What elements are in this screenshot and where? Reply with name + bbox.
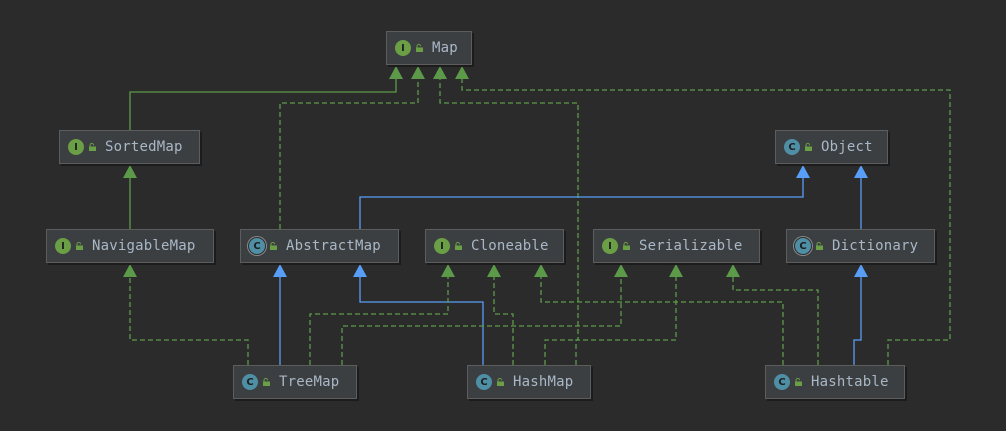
public-lock-icon: [455, 242, 462, 250]
node-label: AbstractMap: [286, 238, 381, 254]
node-label: Object: [821, 139, 873, 155]
arrowhead-icon: [534, 264, 548, 277]
edges-layer: [123, 66, 951, 365]
edge-abstractmap-to-object: [359, 165, 810, 229]
arrowhead-icon: [796, 165, 810, 178]
edge-treemap-to-cloneable: [309, 264, 455, 365]
arrowhead-icon: [726, 264, 740, 277]
public-lock-icon: [76, 242, 83, 250]
edge-line: [732, 275, 819, 365]
node-label: NavigableMap: [92, 238, 196, 254]
edge-line: [129, 275, 249, 365]
interface-badge-icon: I: [395, 40, 411, 56]
class-badge-icon: C: [795, 238, 811, 254]
arrowhead-icon: [273, 264, 287, 277]
edge-hashmap-to-abstractmap: [353, 264, 484, 365]
class-badge-icon: C: [249, 238, 265, 254]
node-label: Cloneable: [471, 238, 549, 254]
public-lock-icon: [805, 143, 812, 151]
edge-line: [359, 176, 804, 229]
node-treemap[interactable]: C TreeMap: [233, 365, 357, 399]
edge-abstractmap-to-map: [279, 66, 425, 229]
class-badge-icon: C: [774, 374, 790, 390]
class-badge-icon: C: [784, 139, 800, 155]
node-label: Hashtable: [811, 374, 889, 390]
node-label: Dictionary: [832, 238, 919, 254]
public-lock-icon: [623, 242, 630, 250]
interface-badge-icon: I: [68, 139, 84, 155]
edge-line: [493, 275, 514, 365]
node-label: HashMap: [513, 374, 574, 390]
edge-treemap-to-serializable: [341, 264, 628, 365]
edge-hashtable-to-map: [455, 66, 951, 365]
arrowhead-icon: [389, 66, 403, 79]
arrowhead-icon: [441, 264, 455, 277]
edge-dictionary-to-object: [854, 165, 868, 229]
node-object[interactable]: C Object: [775, 130, 888, 164]
edge-treemap-to-navigablemap: [123, 264, 249, 365]
node-dictionary[interactable]: C Dictionary: [786, 229, 935, 263]
node-abstractmap[interactable]: C AbstractMap: [240, 229, 399, 263]
edge-hashtable-to-cloneable: [534, 264, 784, 365]
edge-line: [341, 275, 622, 365]
node-hashtable[interactable]: C Hashtable: [765, 365, 905, 399]
public-lock-icon: [416, 44, 423, 52]
arrowhead-icon: [854, 264, 868, 277]
edge-line: [309, 275, 449, 365]
edge-hashmap-to-serializable: [575, 264, 683, 365]
node-navigablemap[interactable]: I NavigableMap: [46, 229, 214, 263]
edge-line: [439, 77, 579, 365]
class-badge-icon: C: [242, 374, 258, 390]
node-label: Map: [432, 40, 458, 56]
arrowhead-icon: [353, 264, 367, 277]
node-map[interactable]: I Map: [386, 31, 472, 65]
node-label: Serializable: [639, 238, 743, 254]
public-lock-icon: [497, 378, 504, 386]
arrowhead-icon: [455, 66, 469, 79]
edge-hashmap-to-cloneable: [487, 264, 514, 365]
class-badge-icon: C: [476, 374, 492, 390]
node-serializable[interactable]: I Serializable: [593, 229, 760, 263]
edge-line: [359, 275, 484, 365]
node-label: SortedMap: [105, 139, 183, 155]
arrowhead-icon: [487, 264, 501, 277]
edge-line: [129, 77, 397, 130]
edge-navigablemap-to-sortedmap: [123, 165, 137, 229]
public-lock-icon: [263, 378, 270, 386]
node-label: TreeMap: [279, 374, 340, 390]
edge-treemap-to-abstractmap: [273, 264, 287, 365]
public-lock-icon: [270, 242, 277, 250]
arrowhead-icon: [433, 66, 447, 79]
edge-hashtable-to-serializable: [726, 264, 819, 365]
interface-badge-icon: I: [602, 238, 618, 254]
edge-hashmap-to-map: [433, 66, 579, 365]
arrowhead-icon: [123, 165, 137, 178]
edge-line: [461, 77, 951, 365]
node-hashmap[interactable]: C HashMap: [467, 365, 591, 399]
interface-badge-icon: I: [434, 238, 450, 254]
arrowhead-icon: [614, 264, 628, 277]
public-lock-icon: [89, 143, 96, 151]
node-sortedmap[interactable]: I SortedMap: [59, 130, 200, 164]
public-lock-icon: [816, 242, 823, 250]
node-cloneable[interactable]: I Cloneable: [425, 229, 564, 263]
interface-badge-icon: I: [55, 238, 71, 254]
public-lock-icon: [795, 378, 802, 386]
edge-hashtable-to-dictionary: [853, 264, 868, 365]
edge-line: [279, 77, 419, 229]
edge-line: [853, 275, 862, 365]
arrowhead-icon: [669, 264, 683, 277]
edge-line: [540, 275, 784, 365]
edge-line: [575, 275, 677, 365]
arrowhead-icon: [854, 165, 868, 178]
edge-sortedmap-to-map: [129, 66, 403, 130]
arrowhead-icon: [123, 264, 137, 277]
arrowhead-icon: [411, 66, 425, 79]
